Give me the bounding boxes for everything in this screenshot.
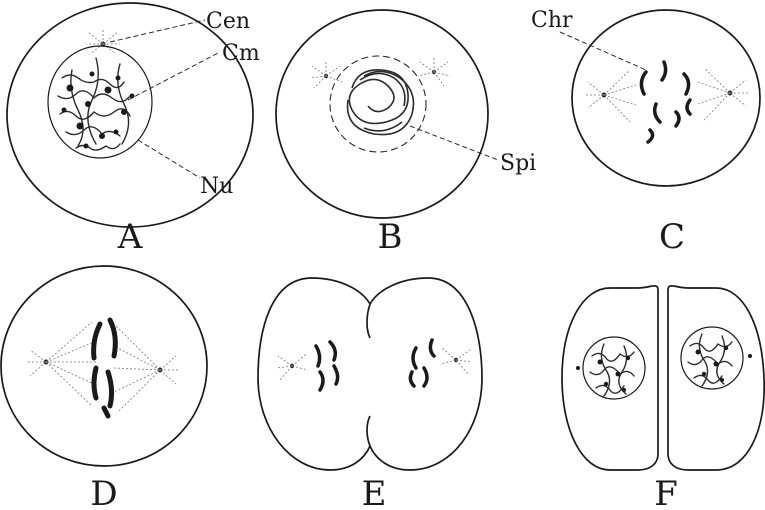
panel-e: E [258, 278, 482, 510]
panel-letter: A [117, 217, 143, 257]
cell-outline [276, 10, 488, 218]
spireme [348, 70, 414, 135]
panel-letter: F [654, 474, 678, 510]
label-cen: Cen [206, 9, 250, 34]
panel-c: Chr C [531, 8, 760, 257]
label-cm: Cm [222, 41, 260, 66]
daughter-cell [668, 286, 764, 470]
cleavage-furrow [367, 304, 370, 338]
chromatin-network [58, 58, 130, 150]
panel-d: D [1, 266, 207, 510]
leader-line [138, 140, 200, 178]
label-nu: Nu [200, 174, 233, 199]
daughter-nucleus [576, 337, 645, 399]
centrosome [418, 58, 450, 86]
panel-letter: E [362, 474, 387, 510]
cleavage-furrow [367, 416, 370, 446]
spindle [584, 68, 750, 122]
label-chr: Chr [531, 8, 573, 33]
equatorial-plate [94, 320, 116, 416]
chromosomes [316, 340, 434, 390]
chromosomes [641, 62, 690, 142]
nucleus [48, 46, 152, 158]
panel-letter: C [659, 217, 685, 257]
leader-line [110, 20, 205, 42]
centrosome [310, 62, 342, 88]
centrosome [440, 348, 472, 374]
spindle [26, 322, 180, 412]
leader-line [410, 126, 498, 160]
centrosome [276, 354, 308, 380]
panel-f: F [562, 286, 764, 510]
daughter-nucleus [681, 327, 752, 389]
leader-line [560, 32, 646, 70]
panel-letter: D [90, 474, 117, 510]
panel-b: Spi B [276, 10, 536, 257]
panel-a: Cen Cm Nu A [7, 3, 260, 257]
cell-outline [1, 266, 207, 466]
label-spi: Spi [500, 151, 536, 176]
leader-line [128, 52, 220, 100]
panel-letter: B [378, 217, 403, 257]
